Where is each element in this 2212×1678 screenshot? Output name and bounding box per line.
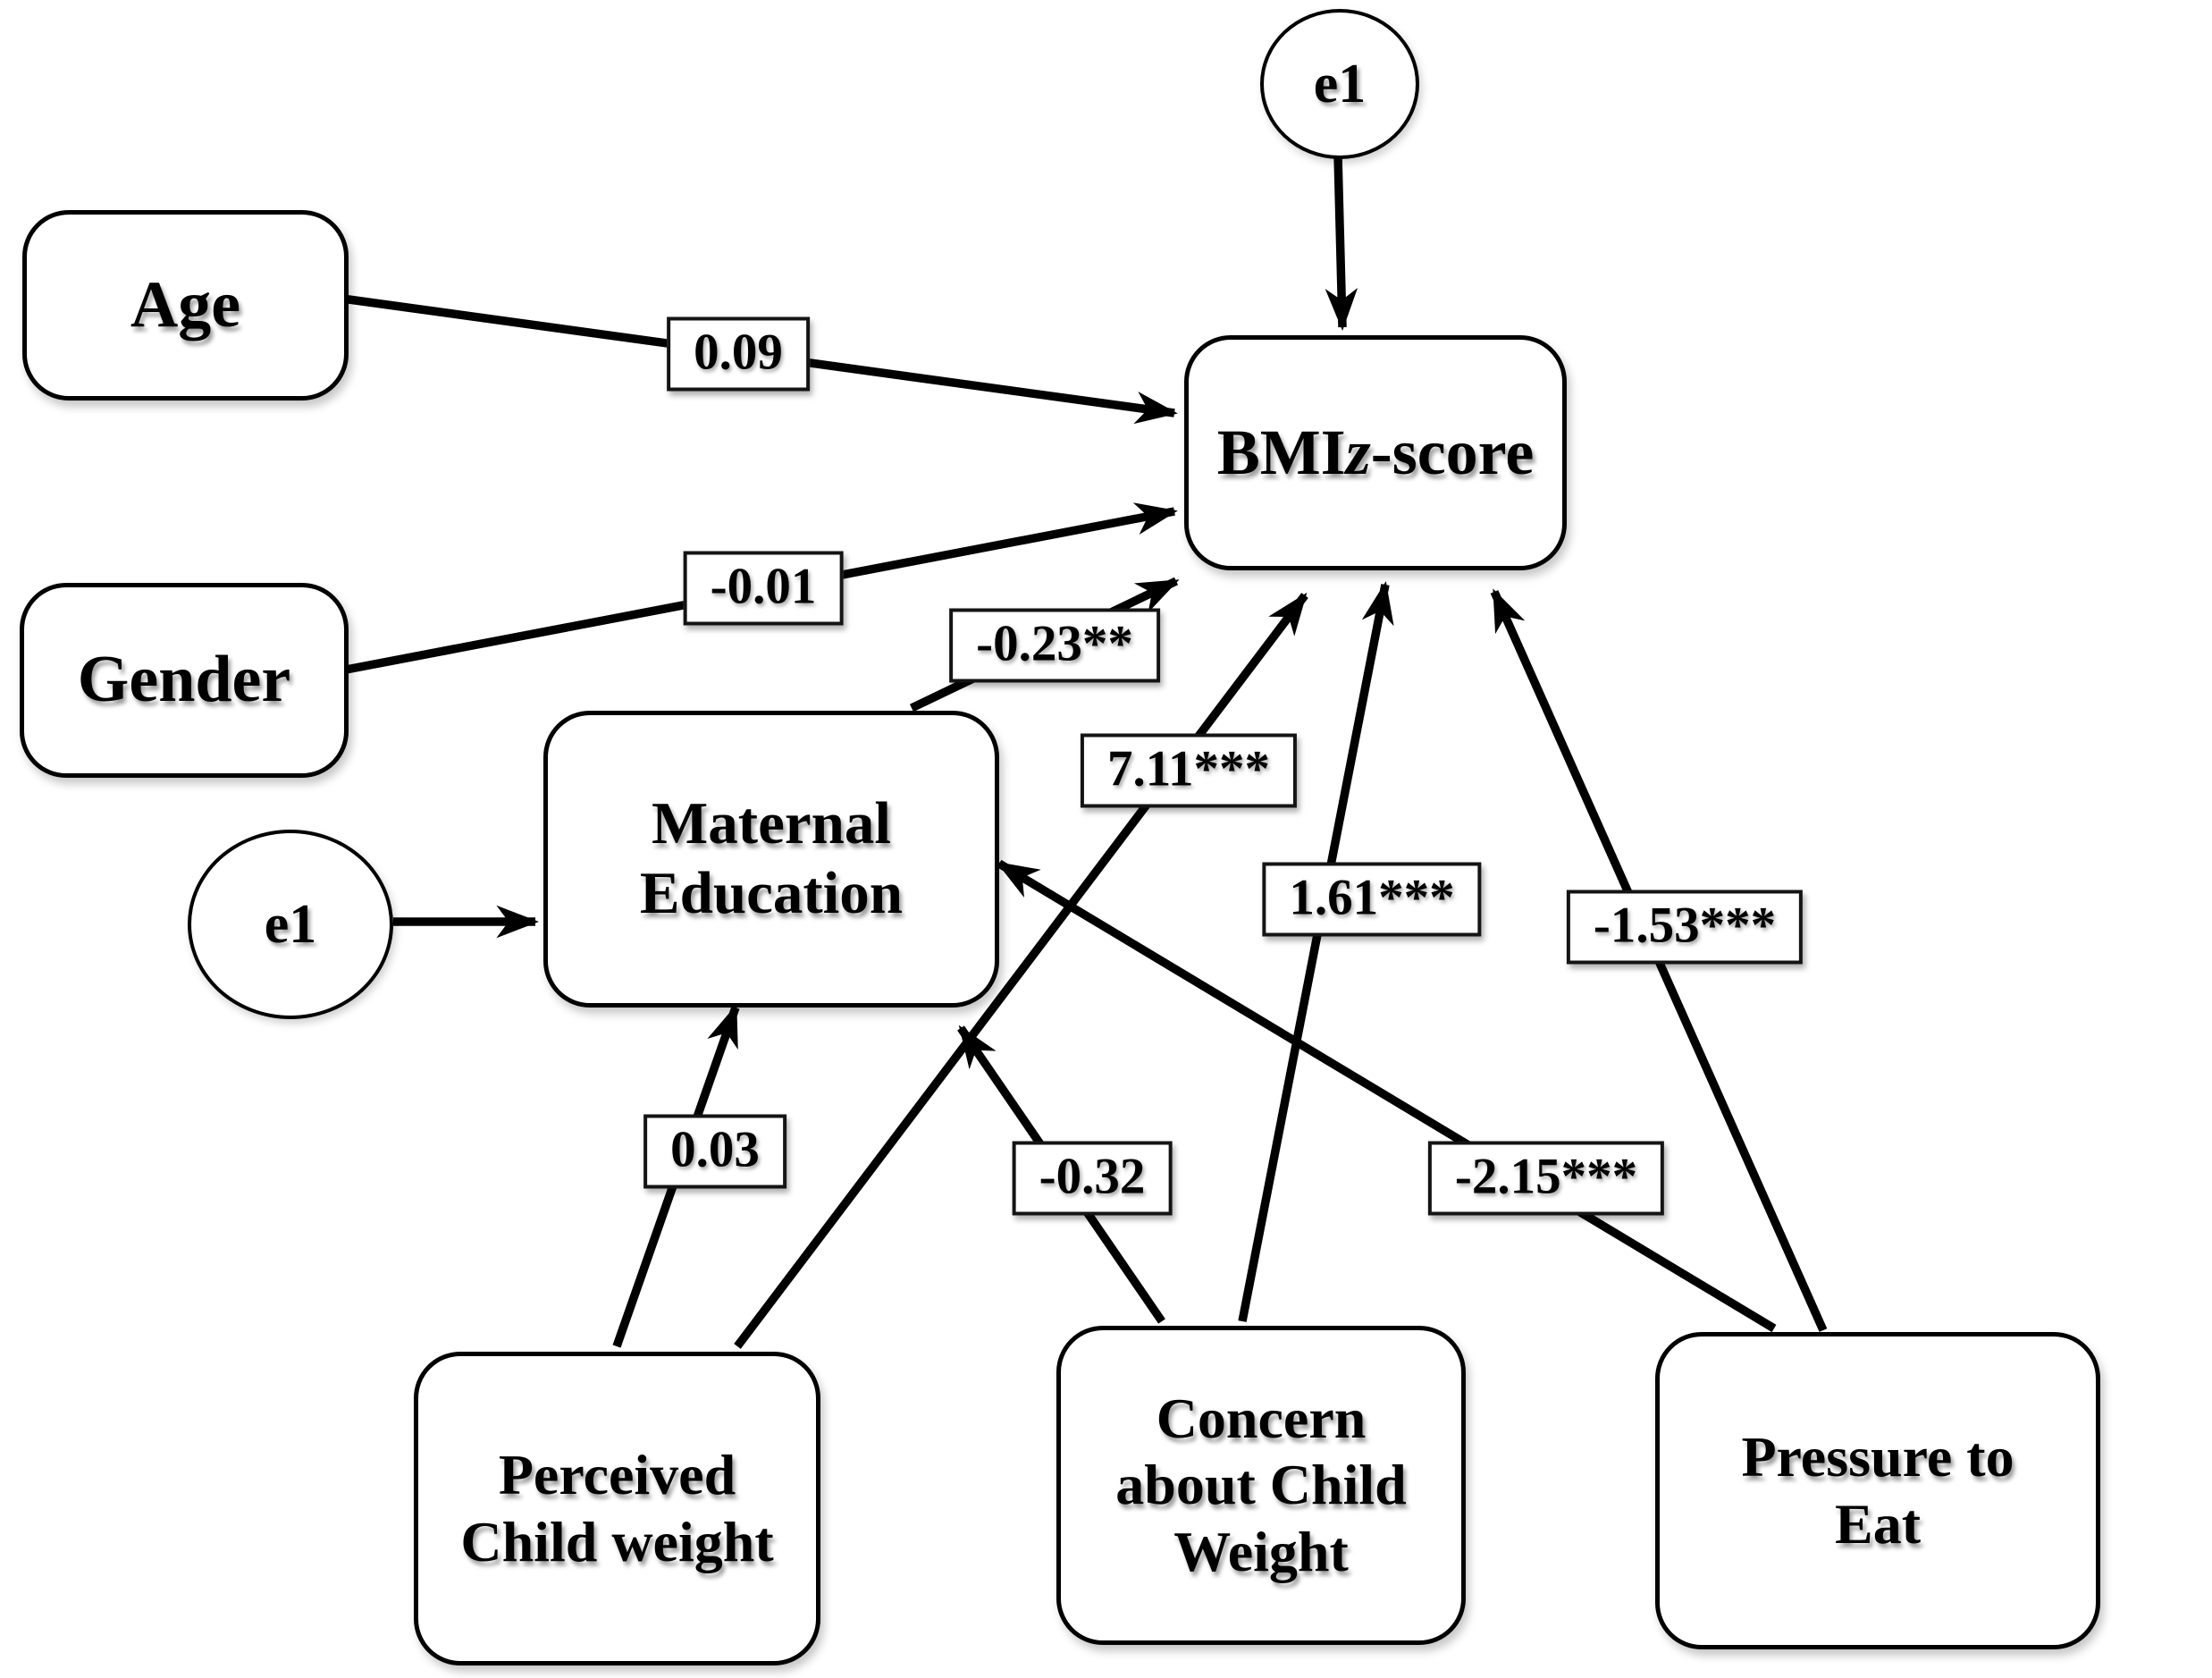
node-maternal-education-line2: Education	[639, 860, 904, 926]
node-bmi-label-suffix: -score	[1370, 416, 1535, 488]
coefficient-concern-to-bmi: 1.61***	[1262, 862, 1482, 937]
error-term-maternal-education: e1	[188, 830, 393, 1019]
node-bmi-label-prefix: BMI	[1216, 416, 1346, 488]
node-gender: Gender	[20, 583, 349, 778]
coefficient-pressure-to-bmi: -1.53***	[1566, 890, 1804, 965]
node-bmi-label-z: z	[1345, 416, 1371, 488]
coefficient-concern-to-maternal-education: -0.32	[1012, 1141, 1173, 1216]
node-age: Age	[22, 210, 349, 401]
coefficient-perceived-weight-to-bmi: 7.11***	[1080, 733, 1298, 808]
path-pressure-to-maternal-education	[996, 859, 1777, 1333]
node-concern-line2: about Child	[1115, 1453, 1407, 1517]
node-concern-about-child-weight: Concern about Child Weight	[1056, 1326, 1466, 1645]
node-pressure-to-eat-line1: Pressure to	[1741, 1425, 2014, 1489]
node-maternal-education: Maternal Education	[543, 711, 999, 1008]
path-perceived-weight-to-bmi	[734, 592, 1308, 1349]
node-bmi-z-score: BMI z-score	[1184, 335, 1567, 570]
error-term-bmi-label: e1	[1313, 53, 1367, 114]
node-maternal-education-line1: Maternal	[652, 790, 891, 857]
node-concern-line1: Concern	[1156, 1387, 1367, 1451]
node-pressure-to-eat-line2: Eat	[1835, 1491, 1921, 1556]
node-perceived-child-weight: Perceived Child weight	[414, 1352, 820, 1665]
path-error-to-bmi	[1325, 155, 1358, 331]
coefficient-perceived-weight-to-maternal-education: 0.03	[643, 1114, 786, 1189]
coefficient-pressure-to-maternal-education: -2.15***	[1427, 1141, 1665, 1216]
node-perceived-child-weight-line2: Child weight	[460, 1509, 774, 1573]
node-pressure-to-eat: Pressure to Eat	[1655, 1332, 2100, 1649]
error-term-maternal-education-label: e1	[264, 893, 317, 955]
coefficient-age-to-bmi: 0.09	[667, 316, 810, 392]
error-term-bmi: e1	[1260, 9, 1419, 159]
node-age-label: Age	[130, 267, 241, 342]
coefficient-maternal-education-to-bmi: -0.23**	[949, 608, 1160, 683]
coefficient-gender-to-bmi: -0.01	[683, 551, 844, 626]
path-concern-to-bmi	[1238, 581, 1394, 1322]
node-gender-label: Gender	[77, 643, 291, 717]
node-concern-line3: Weight	[1173, 1519, 1349, 1583]
node-perceived-child-weight-line1: Perceived	[498, 1443, 736, 1507]
